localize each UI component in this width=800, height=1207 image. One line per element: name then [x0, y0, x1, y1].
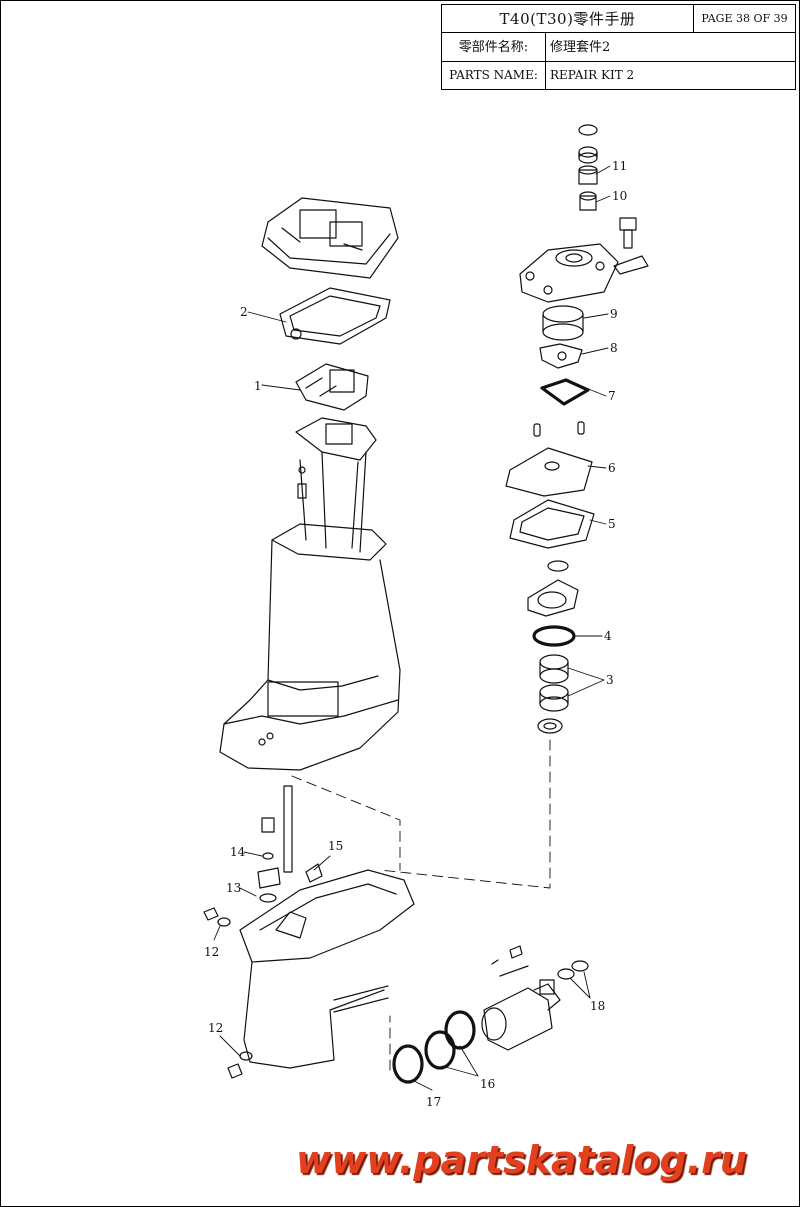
- callout-12-upper: 12: [204, 945, 219, 959]
- mount-plate-drawing: [261, 197, 399, 279]
- callout-2: 2: [240, 305, 248, 319]
- callout-1: 1: [254, 379, 262, 393]
- leader-lines: [213, 165, 611, 1091]
- callout-9: 9: [610, 307, 618, 321]
- page-indicator: PAGE 38 OF 39: [694, 5, 795, 33]
- gasket-1-drawing: [295, 363, 369, 411]
- parts-name-value-cn: 修理套件2: [546, 33, 795, 62]
- title-block: T40(T30)零件手册 PAGE 38 OF 39 零部件名称: 修理套件2 …: [441, 4, 796, 90]
- watermark-text: www.partskatalog.ru: [296, 1138, 747, 1182]
- callout-11: 11: [612, 159, 627, 173]
- gasket-2-drawing: [279, 287, 391, 345]
- water-pump-drawing: [505, 124, 649, 734]
- callout-4: 4: [604, 629, 612, 643]
- callout-7: 7: [608, 389, 616, 403]
- callout-labels: 1 2 3 4 5 6 7 8 9 10 11 12 12 13 14 15 1…: [204, 159, 627, 1109]
- parts-name-value-en: REPAIR KIT 2: [550, 68, 635, 82]
- parts-name-label-cn: 零部件名称:: [442, 33, 546, 62]
- callout-13: 13: [226, 881, 241, 895]
- parts-name-label-en: PARTS NAME:: [442, 62, 546, 89]
- bearing-housing-drawing: [392, 945, 589, 1084]
- driveshaft-housing-drawing: [219, 417, 401, 771]
- callout-15: 15: [328, 839, 343, 853]
- gearcase-drawing: [203, 785, 415, 1079]
- callout-10: 10: [612, 189, 627, 203]
- callout-16: 16: [480, 1077, 495, 1091]
- callout-3: 3: [606, 673, 614, 687]
- callout-6: 6: [608, 461, 616, 475]
- callout-12-lower: 12: [208, 1021, 223, 1035]
- callout-8: 8: [610, 341, 618, 355]
- callout-14: 14: [230, 845, 246, 859]
- callout-5: 5: [608, 517, 616, 531]
- assembly-line: [291, 739, 551, 1071]
- callout-17: 17: [426, 1095, 441, 1109]
- callout-18: 18: [590, 999, 605, 1013]
- manual-title: T40(T30)零件手册: [442, 5, 694, 33]
